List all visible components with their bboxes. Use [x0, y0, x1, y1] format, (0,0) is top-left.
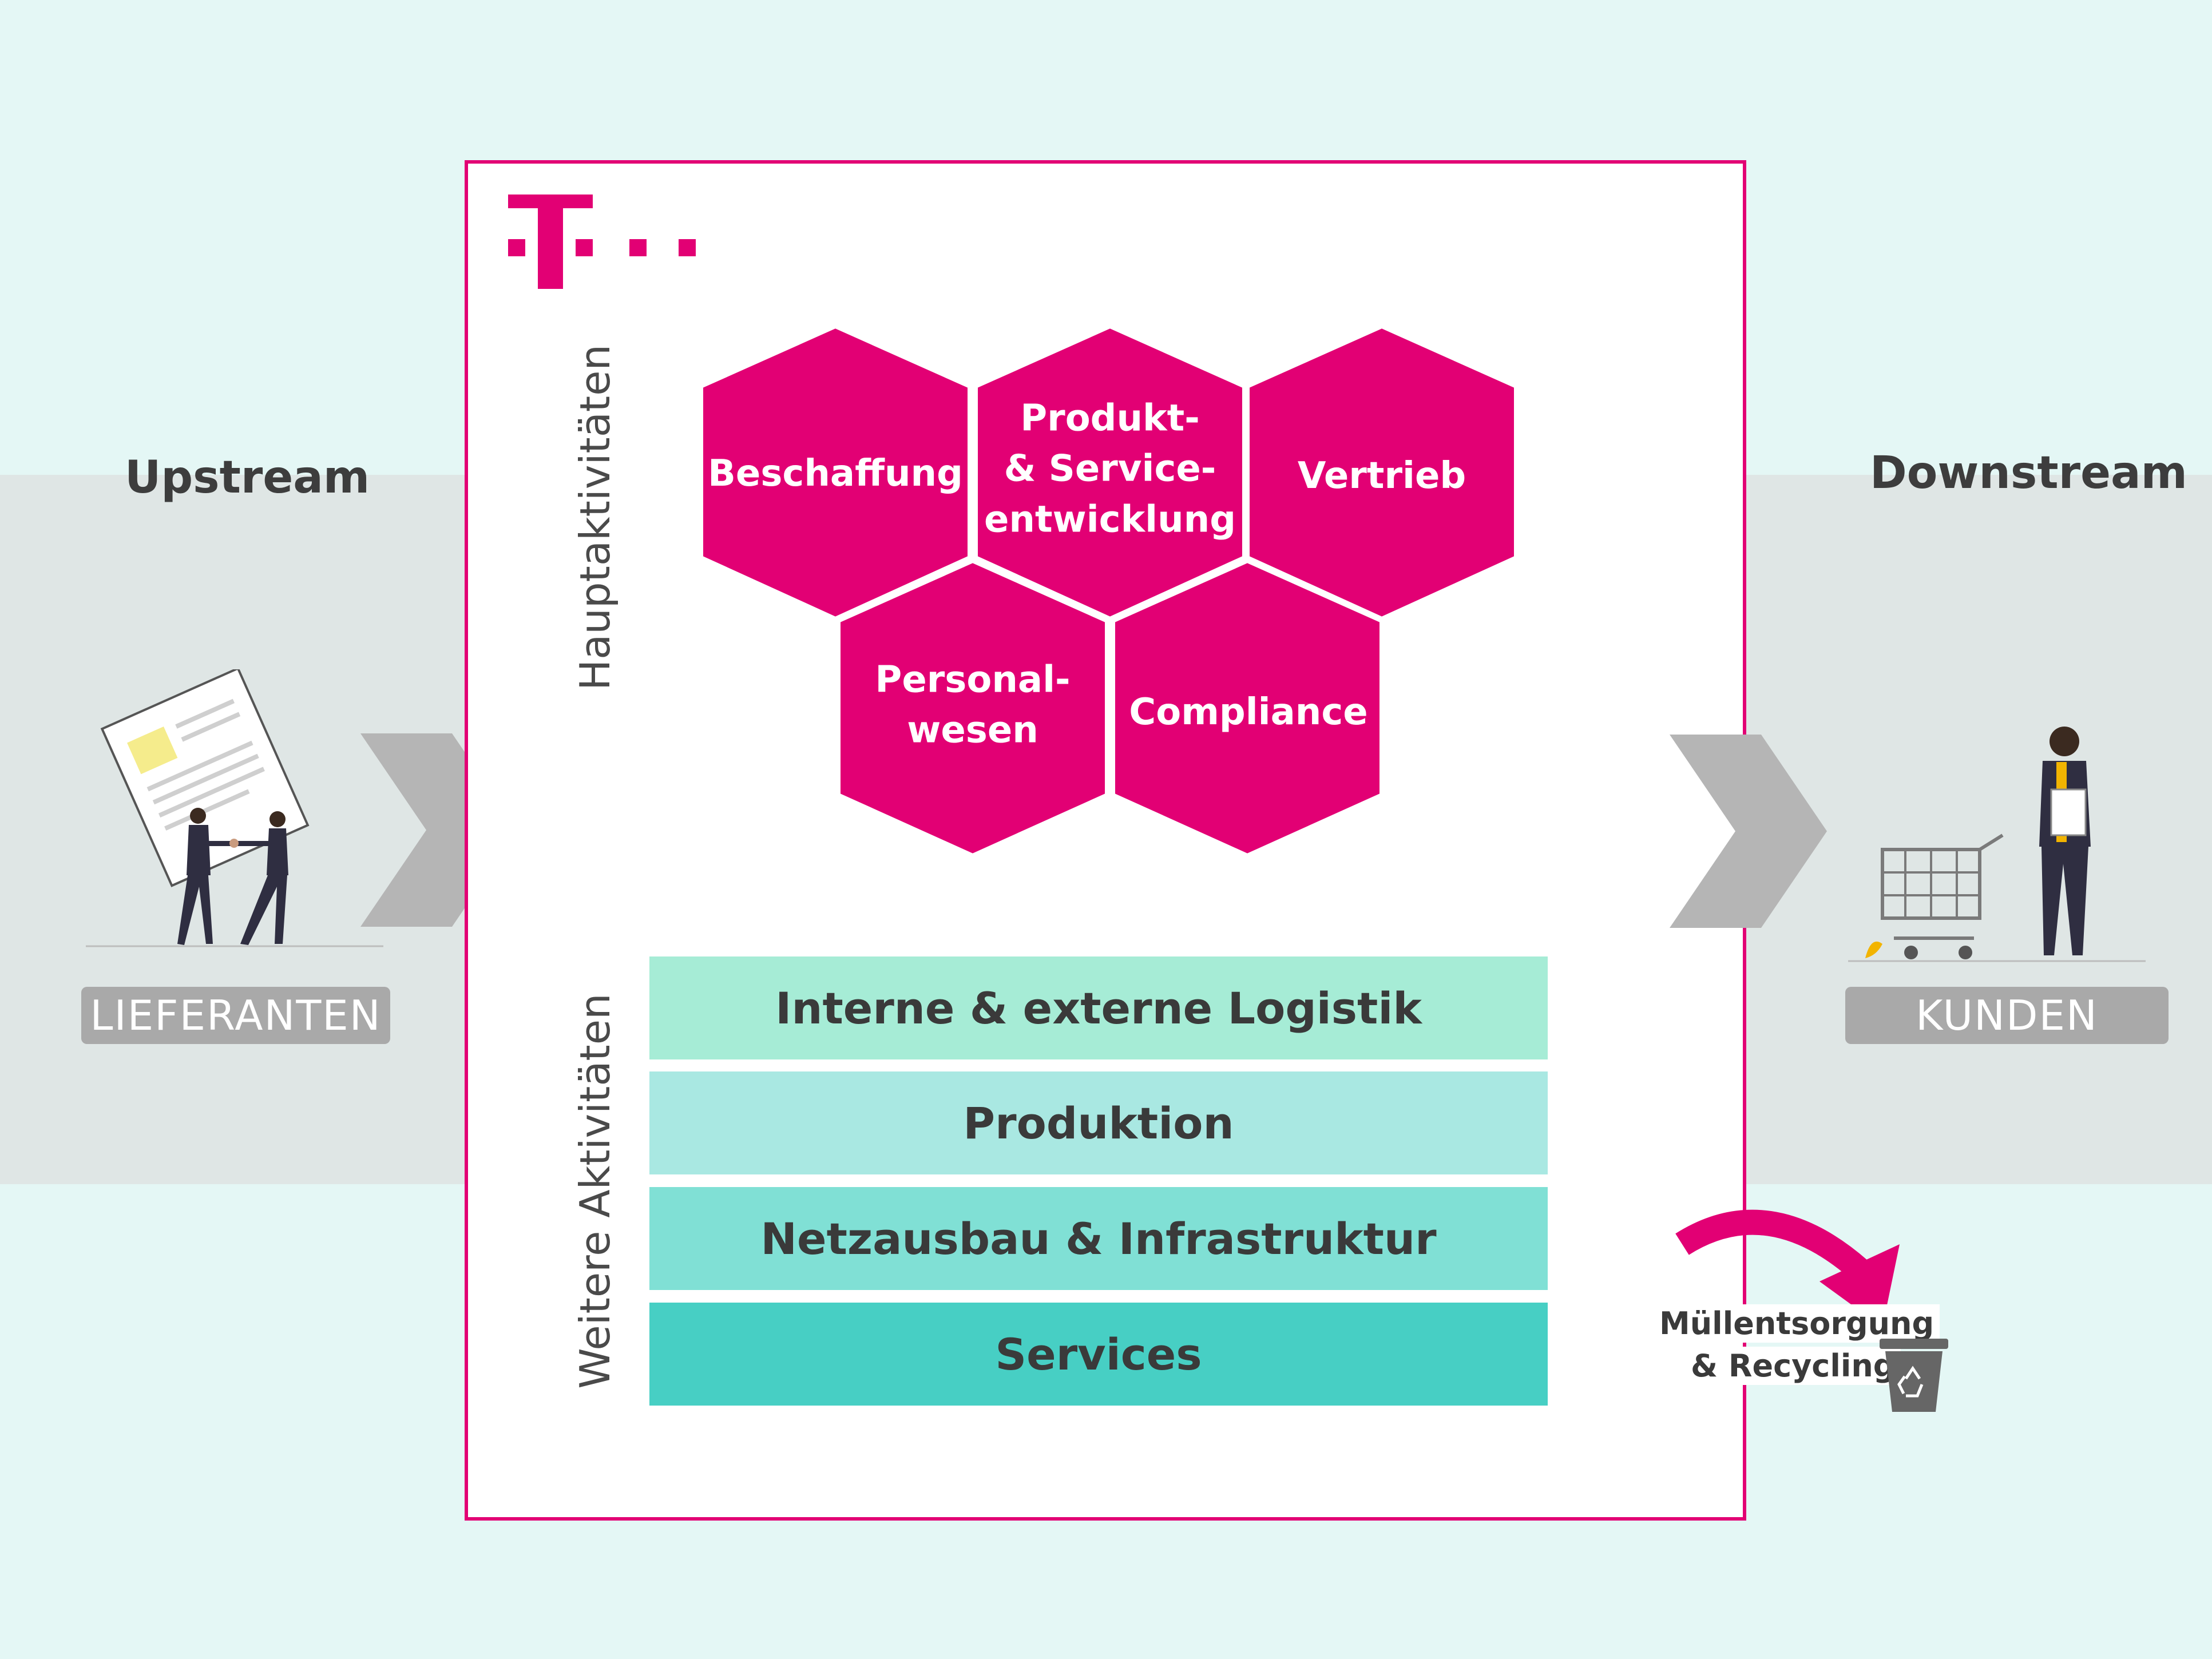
downstream-heading: Downstream	[1870, 447, 2187, 499]
contract-handshake-icon	[86, 669, 383, 947]
weitere-aktivitaeten-label: Weitere Aktivitäten	[571, 993, 619, 1389]
bar-services: Services	[649, 1303, 1548, 1406]
lieferanten-label: LIEFERANTEN	[81, 987, 390, 1044]
hexagon-label-compliance: Compliance	[1129, 690, 1368, 733]
kunden-label: KUNDEN	[1845, 987, 2169, 1044]
shopper-with-cart-icon	[1848, 727, 2146, 962]
bar-produktion: Produktion	[649, 1071, 1548, 1174]
recycling-label-line1: Müllentsorgung	[1654, 1304, 1940, 1343]
hexagon-label-beschaffung: Beschaffung	[708, 452, 963, 495]
hexagon-label-produkt-service: Produkt- & Service- entwicklung	[984, 397, 1236, 541]
recycling-bin-icon	[1880, 1339, 1948, 1412]
upstream-heading: Upstream	[125, 452, 370, 503]
hauptaktivitaeten-label: Hauptaktivitäten	[571, 344, 619, 690]
recycling-label-line2: & Recycling	[1685, 1347, 1901, 1385]
hexagon-label-vertrieb: Vertrieb	[1297, 454, 1466, 497]
telekom-t-logo-icon	[508, 195, 696, 289]
bar-netzausbau: Netzausbau & Infrastruktur	[649, 1187, 1548, 1290]
hexagon-label-personalwesen: Personal- wesen	[875, 658, 1071, 752]
chevron-right-icon	[1670, 735, 1827, 928]
bar-logistik: Interne & externe Logistik	[649, 956, 1548, 1059]
